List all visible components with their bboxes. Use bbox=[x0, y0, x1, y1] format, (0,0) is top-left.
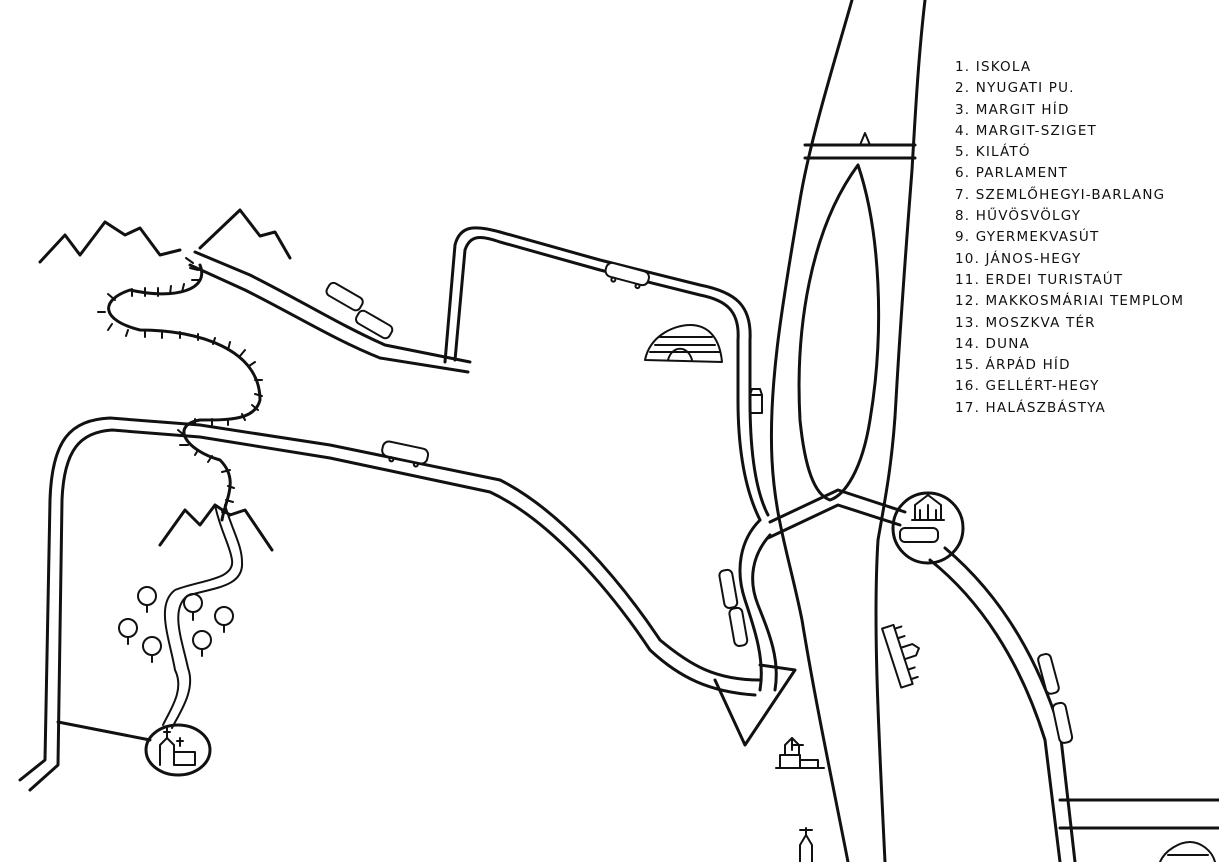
legend-item: 14. DUNA bbox=[955, 335, 1030, 352]
tram-icon bbox=[355, 309, 394, 340]
legend-item: 16. GELLÉRT-HEGY bbox=[955, 378, 1100, 395]
forest-trail bbox=[162, 504, 244, 729]
legend-item: 4. MARGIT-SZIGET bbox=[955, 122, 1097, 139]
tram-icon bbox=[728, 606, 749, 647]
statue-icon bbox=[799, 827, 813, 862]
legend-item: 3. MARGIT HÍD bbox=[955, 101, 1070, 118]
legend-item: 15. ÁRPÁD HÍD bbox=[955, 357, 1071, 374]
legend-item: 9. GYERMEKVASÚT bbox=[955, 229, 1100, 246]
bus-icon bbox=[381, 440, 430, 468]
legend-item: 7. SZEMLŐHEGYI-BARLANG bbox=[955, 186, 1166, 203]
legend-item: 5. KILÁTÓ bbox=[955, 144, 1031, 161]
bus-icon bbox=[604, 261, 650, 290]
legend-item: 6. PARLAMENT bbox=[955, 165, 1069, 182]
legend-item: 8. HŰVÖSVÖLGY bbox=[955, 208, 1082, 225]
margit-island bbox=[797, 163, 881, 502]
lookout-tower-icon bbox=[749, 388, 763, 414]
tram-icon bbox=[325, 281, 364, 312]
matthias-church-icon bbox=[775, 737, 825, 769]
trees bbox=[118, 586, 234, 663]
tram-icon bbox=[718, 568, 739, 609]
parliament-circle bbox=[891, 491, 965, 565]
dome-icon bbox=[1159, 841, 1216, 862]
legend-item: 13. MOSZKVA TÉR bbox=[955, 314, 1096, 331]
roads bbox=[18, 226, 1219, 862]
church-circle bbox=[144, 723, 212, 777]
legend-item: 11. ERDEI TURISTAÚT bbox=[955, 271, 1124, 288]
legend-item: 10. JÁNOS-HEGY bbox=[955, 250, 1082, 267]
legend-item: 17. HALÁSZBÁSTYA bbox=[955, 399, 1106, 416]
legend-item: 2. NYUGATI PU. bbox=[955, 80, 1075, 97]
margit-bridge bbox=[803, 132, 917, 160]
mountains-janos-hegy bbox=[38, 208, 292, 264]
vehicles bbox=[325, 261, 1074, 744]
fishermans-bastion-icon bbox=[881, 623, 920, 689]
legend-item: 1. ISKOLA bbox=[955, 59, 1032, 75]
tram-icon bbox=[1037, 652, 1060, 695]
cave-icon bbox=[644, 324, 723, 363]
legend-item: 12. MAKKOSMÁRIAI TEMPLOM bbox=[955, 293, 1185, 310]
danube-river bbox=[769, 0, 927, 862]
childrens-railway bbox=[97, 257, 263, 522]
tram-icon bbox=[1051, 701, 1074, 744]
map-legend: 1. ISKOLA 2. NYUGATI PU. 3. MARGIT HÍD 4. M… bbox=[955, 57, 1210, 419]
